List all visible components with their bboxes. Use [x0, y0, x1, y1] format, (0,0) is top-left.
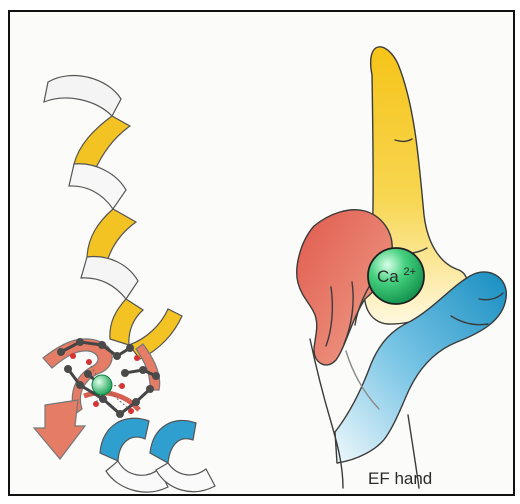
yellow-alpha-helix [44, 76, 182, 359]
ef-hand-illustration: Ca 2+ EF hand [10, 12, 515, 496]
ef-hand-caption: EF hand [368, 469, 432, 488]
blue-alpha-helix [100, 418, 215, 492]
ion-label: Ca [377, 267, 399, 286]
calcium-ion-sphere [92, 375, 112, 395]
calcium-ion-marker: Ca 2+ [368, 248, 424, 304]
protein-ribbon-model [34, 76, 215, 492]
figure-frame: Ca 2+ EF hand [8, 10, 515, 496]
ion-charge: 2+ [403, 266, 416, 278]
